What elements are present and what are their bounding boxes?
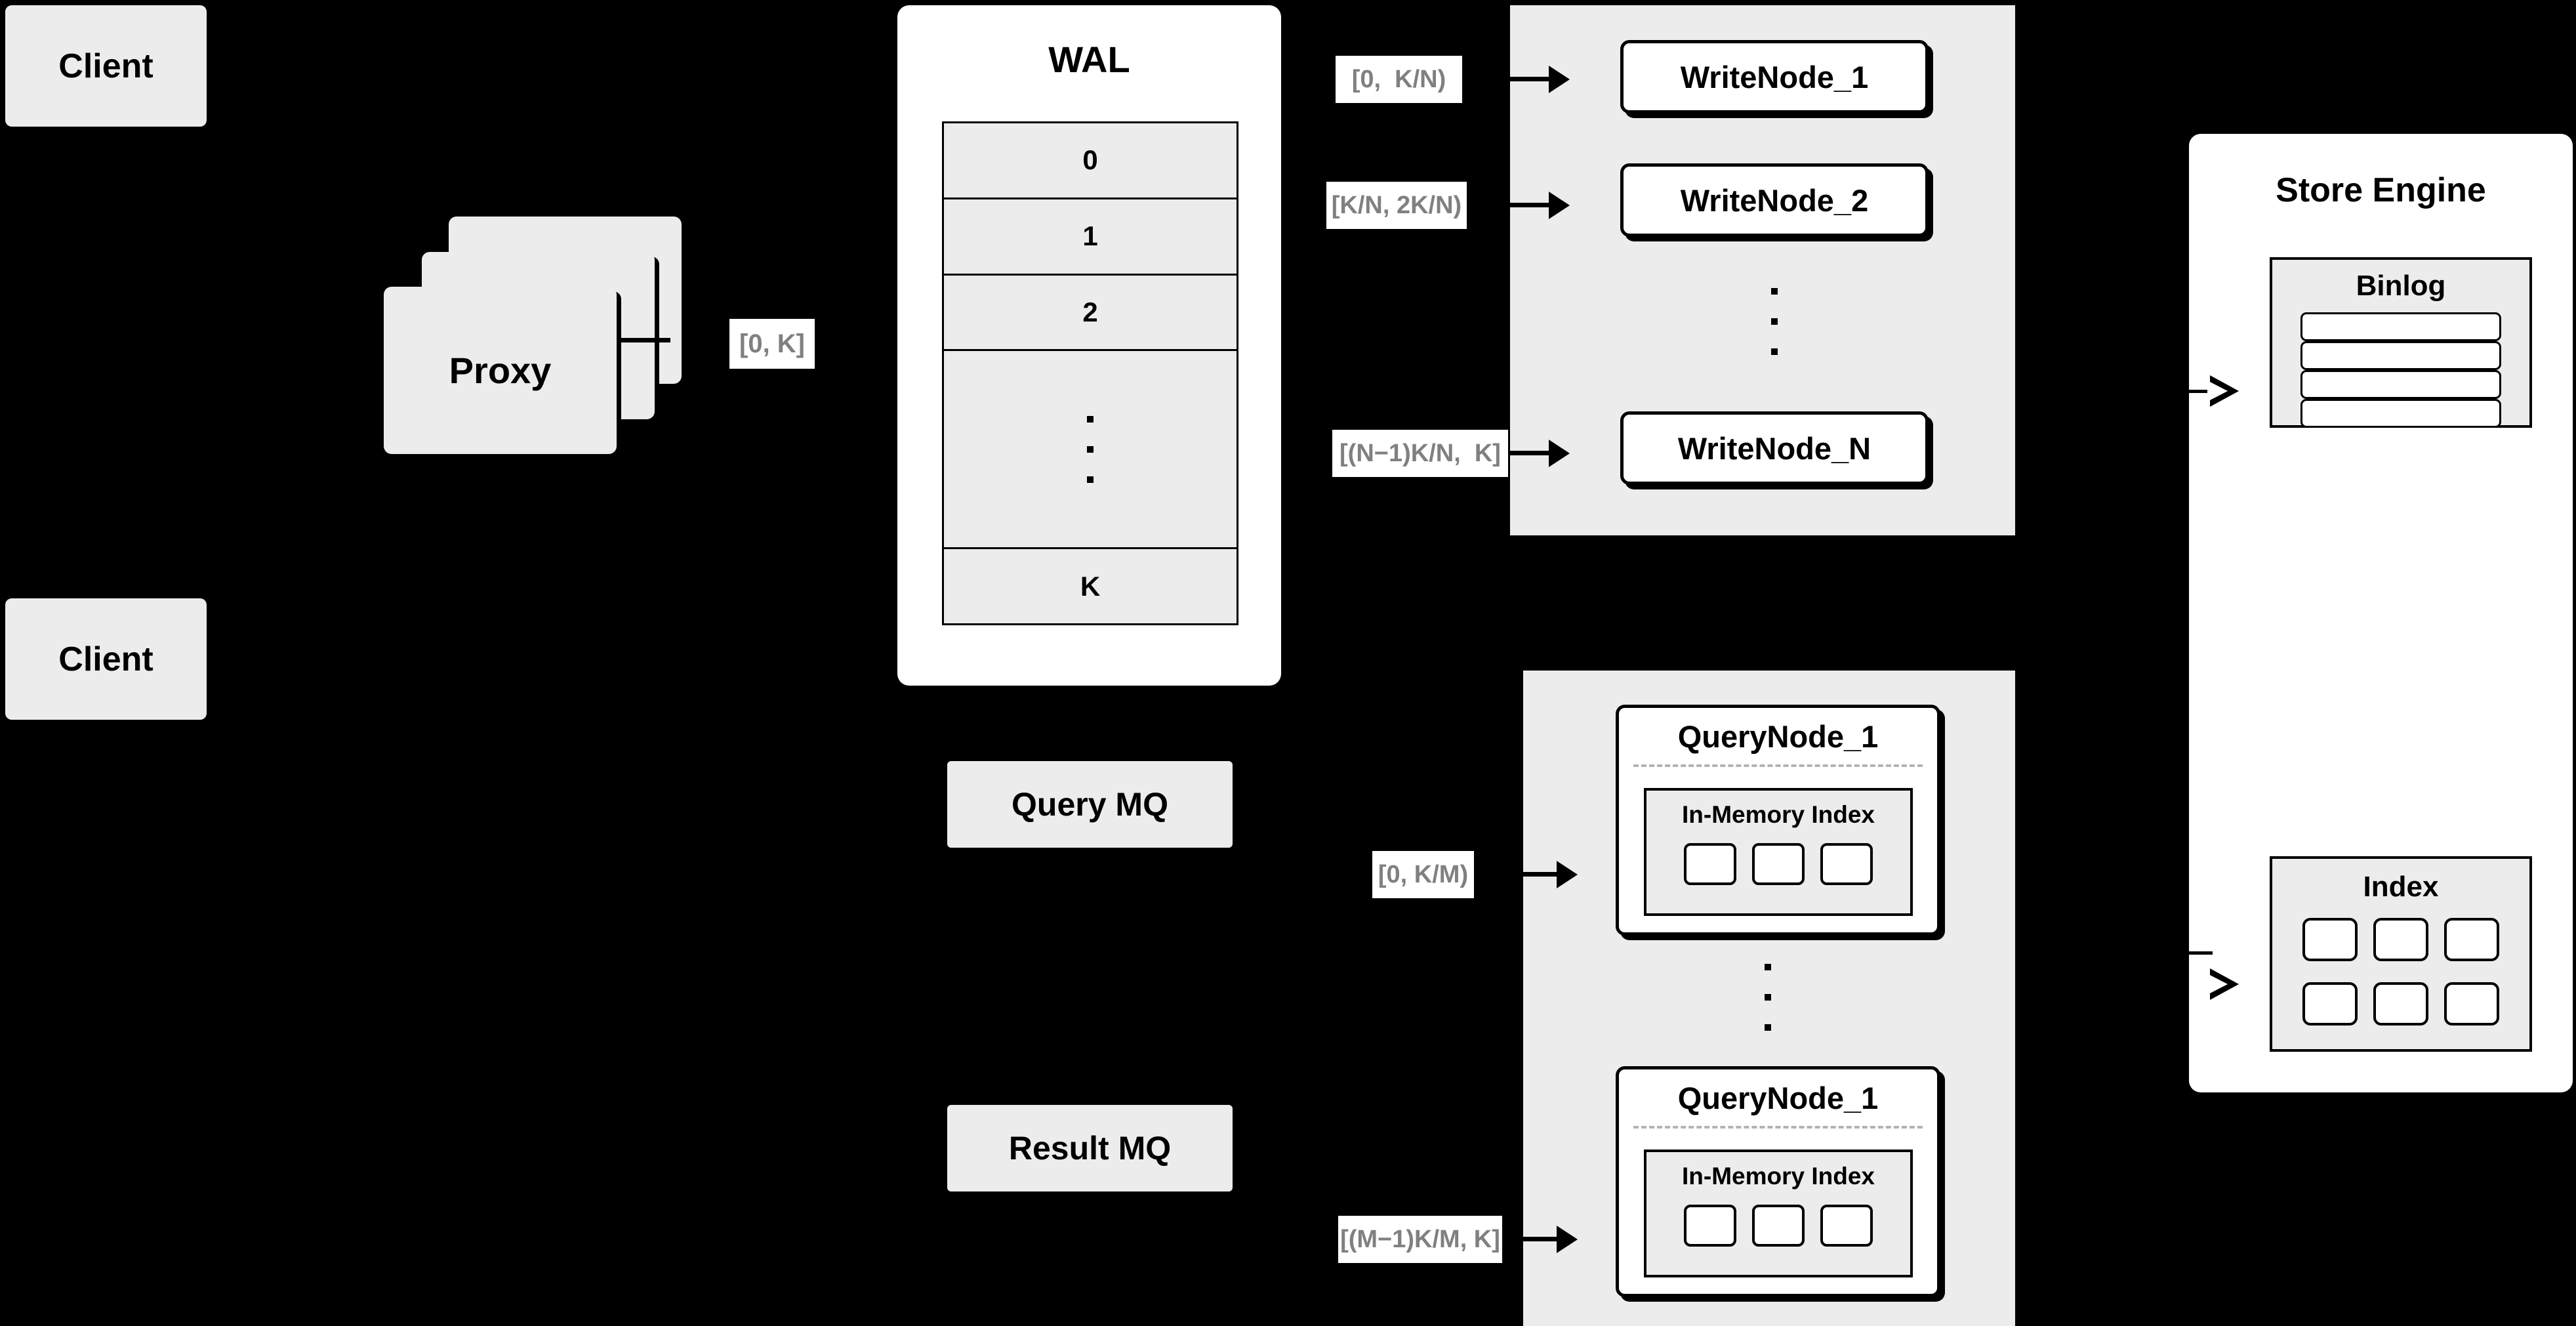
ellipsis-dot-icon [1087, 445, 1094, 453]
writenode-2-box[interactable]: WriteNode_2 [1620, 163, 1929, 237]
inmemory-index-cell [1820, 1205, 1873, 1247]
index-box: Index [2270, 856, 2532, 1052]
binlog-row [2300, 399, 2501, 428]
writenode-1-arrow-line [1462, 77, 1553, 81]
writenode-1-box[interactable]: WriteNode_1 [1620, 40, 1929, 114]
proxy-to-wal-connector [617, 338, 670, 342]
inmemory-index-title: In-Memory Index [1682, 801, 1875, 828]
ellipsis-dot-icon [1765, 964, 1771, 970]
binlog-row [2300, 370, 2501, 399]
inmemory-index-title: In-Memory Index [1682, 1163, 1875, 1190]
client-label: Client [58, 47, 153, 85]
writenode-n-arrow-head [1549, 440, 1570, 467]
querynode-2-arrow-head [1557, 1226, 1578, 1253]
querynode-2-separator [1633, 1126, 1923, 1129]
proxy-label: Proxy [449, 350, 552, 391]
querynode-1-arrow-head [1557, 861, 1578, 888]
querynode-2-title: QueryNode_1 [1677, 1080, 1879, 1115]
result-mq-label: Result MQ [1008, 1130, 1172, 1167]
writenode-2-arrow-line [1467, 203, 1553, 207]
index-cell [2373, 982, 2428, 1026]
inmemory-index-cell [1752, 843, 1805, 885]
binlog-arrow-line [2181, 390, 2213, 393]
querynode-1-separator [1633, 764, 1923, 767]
querynode-2-arrow-line [1502, 1237, 1561, 1241]
writenode-2-arrow-head [1549, 192, 1570, 219]
ellipsis-dot-icon [1087, 476, 1094, 483]
client-box-2: Client [5, 598, 207, 720]
inmemory-index-cell [1684, 843, 1736, 885]
query-mq-box[interactable]: Query MQ [947, 761, 1233, 848]
ellipsis-dot-icon [1765, 994, 1771, 1001]
binlog-title: Binlog [2356, 270, 2446, 302]
proxy-to-wal-range-label: [0, K] [729, 319, 815, 369]
index-arrow-head-icon [2207, 968, 2239, 1000]
querynode-2-inmemory-index: In-Memory Index [1644, 1150, 1913, 1277]
inmemory-index-cell [1684, 1205, 1736, 1247]
querynode-1-arrow-line [1474, 872, 1561, 877]
writenode-n-arrow-line [1508, 451, 1553, 455]
store-engine-title: Store Engine [2276, 171, 2486, 209]
inmemory-index-cell [1820, 843, 1873, 885]
index-cell [2444, 982, 2499, 1026]
ellipsis-dot-icon [1771, 288, 1778, 295]
client-box-1: Client [5, 5, 207, 127]
binlog-arrow-head-icon [2207, 375, 2239, 407]
writenode-n-box[interactable]: WriteNode_N [1620, 411, 1929, 485]
ellipsis-dot-icon [1771, 318, 1778, 325]
wal-row: 0 [944, 123, 1237, 199]
binlog-row [2300, 312, 2501, 341]
querynode-2-box[interactable]: QueryNode_1 In-Memory Index [1616, 1066, 1940, 1297]
client-label: Client [58, 640, 153, 678]
querynode-1-box[interactable]: QueryNode_1 In-Memory Index [1616, 705, 1940, 936]
query-mq-label: Query MQ [1012, 786, 1168, 823]
index-cell [2302, 918, 2358, 961]
proxy-card-front: Proxy [384, 287, 617, 454]
ellipsis-dot-icon [1771, 348, 1778, 355]
result-mq-box[interactable]: Result MQ [947, 1105, 1233, 1191]
wal-title: WAL [1048, 38, 1130, 80]
querynode-2-range-label: [(M−1)K/M, K] [1338, 1216, 1502, 1263]
wal-row-ellipsis [944, 351, 1237, 550]
query-cluster-ellipsis [1763, 951, 1772, 1043]
ellipsis-dot-icon [1087, 415, 1094, 423]
wal-row: K [1080, 570, 1101, 602]
querynode-1-range-label: [0, K/M) [1372, 851, 1474, 898]
binlog-box: Binlog [2270, 257, 2532, 428]
inmemory-index-cell [1752, 1205, 1805, 1247]
index-arrow-line [2181, 951, 2213, 955]
index-cell [2302, 982, 2358, 1026]
binlog-row [2300, 341, 2501, 370]
writenode-n-range-label: [(N−1)K/N, K] [1332, 430, 1508, 477]
index-cell [2373, 918, 2428, 961]
index-title: Index [2363, 871, 2439, 903]
querynode-1-title: QueryNode_1 [1677, 718, 1879, 754]
index-cell [2444, 918, 2499, 961]
querynode-1-inmemory-index: In-Memory Index [1644, 788, 1913, 916]
wal-row: 1 [944, 199, 1237, 276]
wal-row: 2 [944, 276, 1237, 352]
wal-entry-list: 0 1 2 K [942, 121, 1238, 625]
writenode-1-arrow-head [1549, 66, 1570, 93]
ellipsis-dot-icon [1765, 1024, 1771, 1031]
write-cluster-ellipsis [1770, 276, 1779, 367]
writenode-1-range-label: [0, K/N) [1336, 56, 1462, 103]
writenode-2-range-label: [K/N, 2K/N) [1326, 182, 1467, 229]
